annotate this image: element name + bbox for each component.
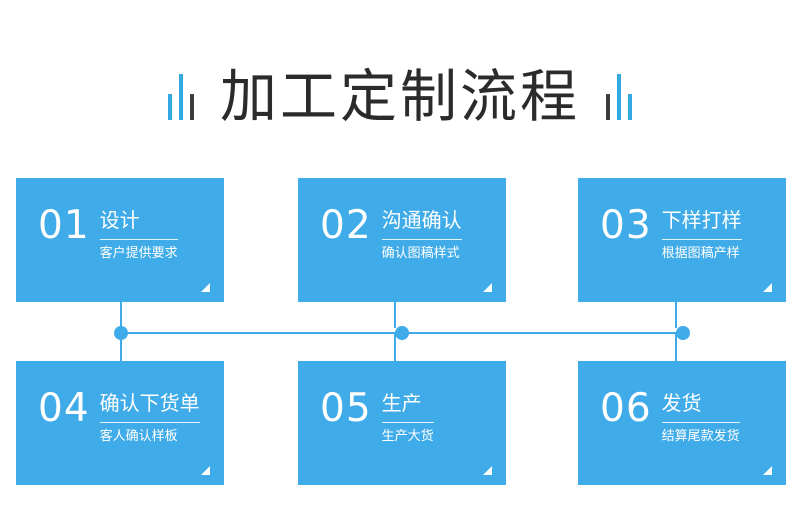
connector-stub — [120, 302, 122, 328]
divider — [381, 422, 434, 423]
step-heading: 沟通确认 — [381, 208, 462, 232]
tick-mark-icon — [628, 94, 632, 120]
page-title: 加工定制流程 — [220, 63, 580, 130]
step-number: 03 — [600, 203, 652, 248]
divider — [661, 239, 742, 240]
step-heading: 生产 — [381, 391, 422, 415]
divider — [99, 422, 200, 423]
left-tick-decoration — [168, 74, 194, 120]
connector-dot — [395, 326, 409, 340]
tick-mark-icon — [179, 74, 183, 120]
connector-dot — [676, 326, 690, 340]
corner-triangle-icon — [201, 283, 210, 292]
step-card-02: 02 沟通确认 确认图稿样式 — [298, 178, 506, 302]
step-number: 04 — [38, 386, 90, 431]
title-row: 加工定制流程 — [0, 52, 800, 142]
divider — [381, 239, 462, 240]
tick-mark-icon — [168, 94, 172, 120]
step-card-04: 04 确认下货单 客人确认样板 — [16, 361, 224, 485]
divider — [99, 239, 178, 240]
connector-dot — [114, 326, 128, 340]
right-tick-decoration — [606, 74, 632, 120]
step-number: 06 — [600, 386, 652, 431]
connector-stub — [675, 333, 677, 361]
step-number: 05 — [320, 386, 372, 431]
step-subtitle: 结算尾款发货 — [661, 429, 740, 444]
step-subtitle: 生产大货 — [381, 429, 434, 444]
connector-stub — [120, 333, 122, 361]
step-subtitle: 确认图稿样式 — [381, 246, 460, 261]
step-heading: 设计 — [99, 208, 140, 232]
step-card-05: 05 生产 生产大货 — [298, 361, 506, 485]
step-card-03: 03 下样打样 根据图稿产样 — [578, 178, 786, 302]
corner-triangle-icon — [483, 283, 492, 292]
connector-stub — [394, 302, 396, 328]
corner-triangle-icon — [763, 283, 772, 292]
step-heading: 发货 — [661, 391, 702, 415]
tick-mark-icon — [190, 94, 194, 120]
tick-mark-icon — [617, 74, 621, 120]
divider — [661, 422, 740, 423]
step-heading: 下样打样 — [661, 208, 742, 232]
step-subtitle: 客人确认样板 — [99, 429, 178, 444]
step-number: 01 — [38, 203, 90, 248]
tick-mark-icon — [606, 94, 610, 120]
step-heading: 确认下货单 — [99, 391, 200, 415]
step-card-06: 06 发货 结算尾款发货 — [578, 361, 786, 485]
connector-line — [114, 326, 690, 340]
corner-triangle-icon — [763, 466, 772, 475]
step-card-01: 01 设计 客户提供要求 — [16, 178, 224, 302]
step-number: 02 — [320, 203, 372, 248]
step-subtitle: 根据图稿产样 — [661, 246, 740, 261]
step-subtitle: 客户提供要求 — [99, 246, 178, 261]
connector-stub — [394, 333, 396, 361]
connector-stub — [675, 302, 677, 328]
corner-triangle-icon — [483, 466, 492, 475]
corner-triangle-icon — [201, 466, 210, 475]
